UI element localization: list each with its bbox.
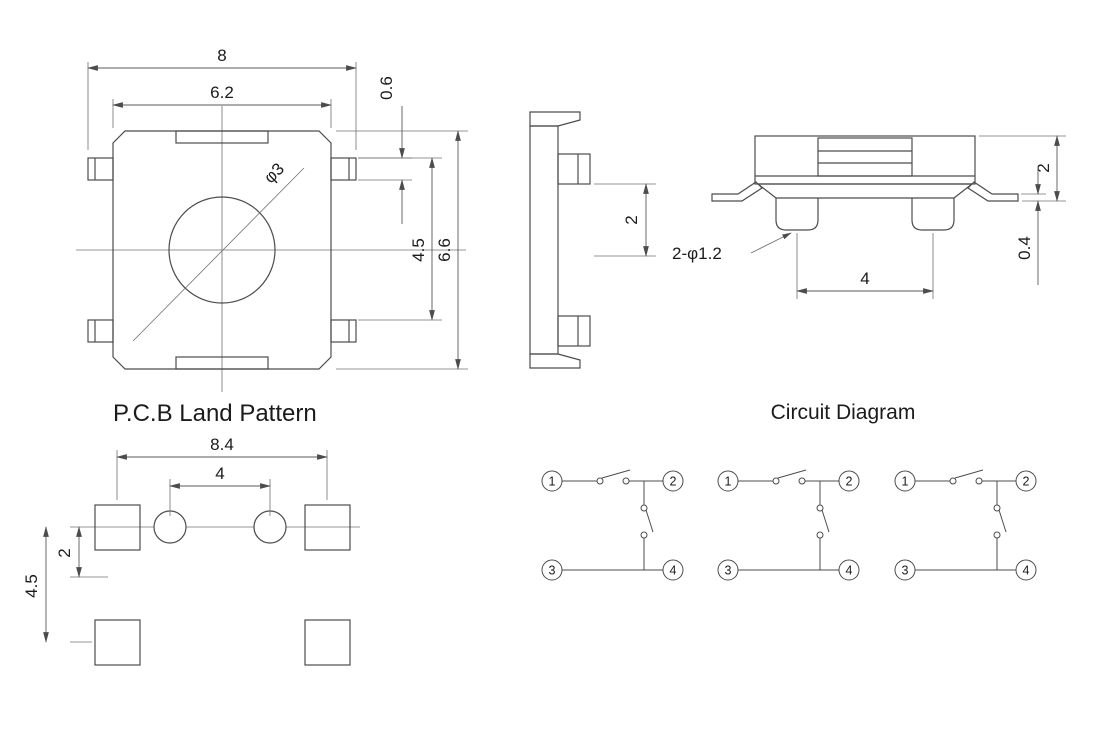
side-view: 2: [529, 111, 656, 369]
side-lead-top: [557, 153, 591, 185]
switch-lever: [777, 469, 807, 479]
contact-dot: [816, 531, 824, 539]
switch-body-outline: [112, 130, 332, 370]
pin-label-1: 1: [549, 475, 556, 489]
dim-pad-pitch-y: 4.5: [22, 574, 41, 598]
contact-dot: [798, 477, 806, 485]
contact-dot: [622, 477, 630, 485]
pin-label-3: 3: [725, 564, 732, 578]
circuit-title: Circuit Diagram: [771, 401, 916, 424]
dim-body-width: 6.2: [210, 83, 234, 102]
gullwing-lead-left: [711, 181, 763, 202]
diameter-leader-line: [132, 167, 305, 342]
gullwing-lead-right: [967, 181, 1019, 202]
contact-dot: [640, 504, 648, 512]
pin-label-4: 4: [846, 564, 853, 578]
switch-lever: [998, 509, 1007, 533]
switch-lever: [821, 509, 830, 533]
pin-circle-2: [662, 470, 684, 492]
lead-left-top: [87, 157, 114, 181]
pin-circle-1: [717, 470, 739, 492]
pad-top-left: [94, 504, 141, 551]
dim-boss-pitch: 4: [860, 269, 869, 288]
front-view: 2-φ1.2 2 0.4 4: [672, 135, 1066, 299]
front-actuator-area: [817, 137, 913, 177]
lead-left-bottom: [87, 319, 114, 343]
pin-label-1: 1: [902, 475, 909, 489]
pin-label-2: 2: [670, 475, 677, 489]
contact-dot: [640, 531, 648, 539]
cover-flange-top: [529, 111, 581, 127]
dim-height: 2: [1034, 163, 1053, 172]
pin-label-1: 1: [725, 475, 732, 489]
dim-hole-pitch: 4: [215, 464, 224, 483]
dim-depth: 2: [622, 215, 641, 224]
pin-circle-4: [838, 559, 860, 581]
pin-label-2: 2: [1023, 475, 1030, 489]
pin-circle-4: [662, 559, 684, 581]
cover-flange-bottom: [529, 353, 581, 369]
pin-circle-1: [541, 470, 563, 492]
switch-lever: [954, 469, 984, 479]
side-body: [529, 125, 559, 355]
pin-circle-3: [541, 559, 563, 581]
circuit-symbol-3: 1 2 3 4: [894, 469, 1037, 581]
locating-boss-right: [911, 198, 955, 231]
base-bevel: [756, 183, 974, 199]
dim-lead-width: 0.6: [377, 76, 396, 100]
cover-tab-bottom: [175, 356, 269, 370]
circuit-symbol-2: 1 2 3 4: [717, 469, 860, 581]
pad-top-right: [304, 504, 351, 551]
side-lead-bottom: [557, 315, 591, 347]
switch-lever: [601, 469, 631, 479]
pad-bottom-left: [94, 619, 141, 666]
switch-lever: [645, 509, 654, 533]
pin-circle-1: [894, 470, 916, 492]
contact-dot: [949, 477, 957, 485]
locating-boss-left: [775, 198, 819, 231]
lead-right-bottom: [330, 319, 357, 343]
pcb-land-pattern: P.C.B Land Pattern 8.4 4 2 4.5: [22, 400, 360, 666]
contact-dot: [596, 477, 604, 485]
dim-body-height: 6.6: [435, 238, 454, 262]
pin-label-4: 4: [1023, 564, 1030, 578]
dim-overall-width: 8: [217, 46, 226, 65]
pin-circle-3: [717, 559, 739, 581]
dim-pad-pitch-x: 8.4: [210, 435, 234, 454]
contact-dot: [975, 477, 983, 485]
pad-bottom-right: [304, 619, 351, 666]
actuator-button: [168, 196, 276, 304]
contact-dot: [772, 477, 780, 485]
contact-dot: [816, 504, 824, 512]
cover-tab-top: [175, 130, 269, 144]
dim-hole-offset: 2: [55, 548, 74, 557]
contact-dot: [993, 504, 1001, 512]
pin-circle-2: [838, 470, 860, 492]
dim-button-diameter: φ3: [260, 159, 288, 187]
dim-standoff: 0.4: [1015, 236, 1034, 260]
pin-label-3: 3: [902, 564, 909, 578]
front-body: [754, 135, 976, 185]
top-view: φ3 8 6.2 0.6 4.5 6.6: [76, 46, 468, 392]
pin-label-2: 2: [846, 475, 853, 489]
pin-label-3: 3: [549, 564, 556, 578]
pin-circle-3: [894, 559, 916, 581]
leader-line: [750, 232, 792, 254]
pin-circle-2: [1015, 470, 1037, 492]
contact-dot: [993, 531, 1001, 539]
circuit-symbol-1: 1 2 3 4: [541, 469, 684, 581]
pin-circle-4: [1015, 559, 1037, 581]
pcb-title: P.C.B Land Pattern: [113, 400, 317, 427]
note-boss-diameter: 2-φ1.2: [672, 244, 722, 263]
circuit-diagram: Circuit Diagram 1 2 3 4: [541, 401, 1037, 581]
pin-label-4: 4: [670, 564, 677, 578]
dim-lead-pitch: 4.5: [409, 238, 428, 262]
lead-right-top: [330, 157, 357, 181]
